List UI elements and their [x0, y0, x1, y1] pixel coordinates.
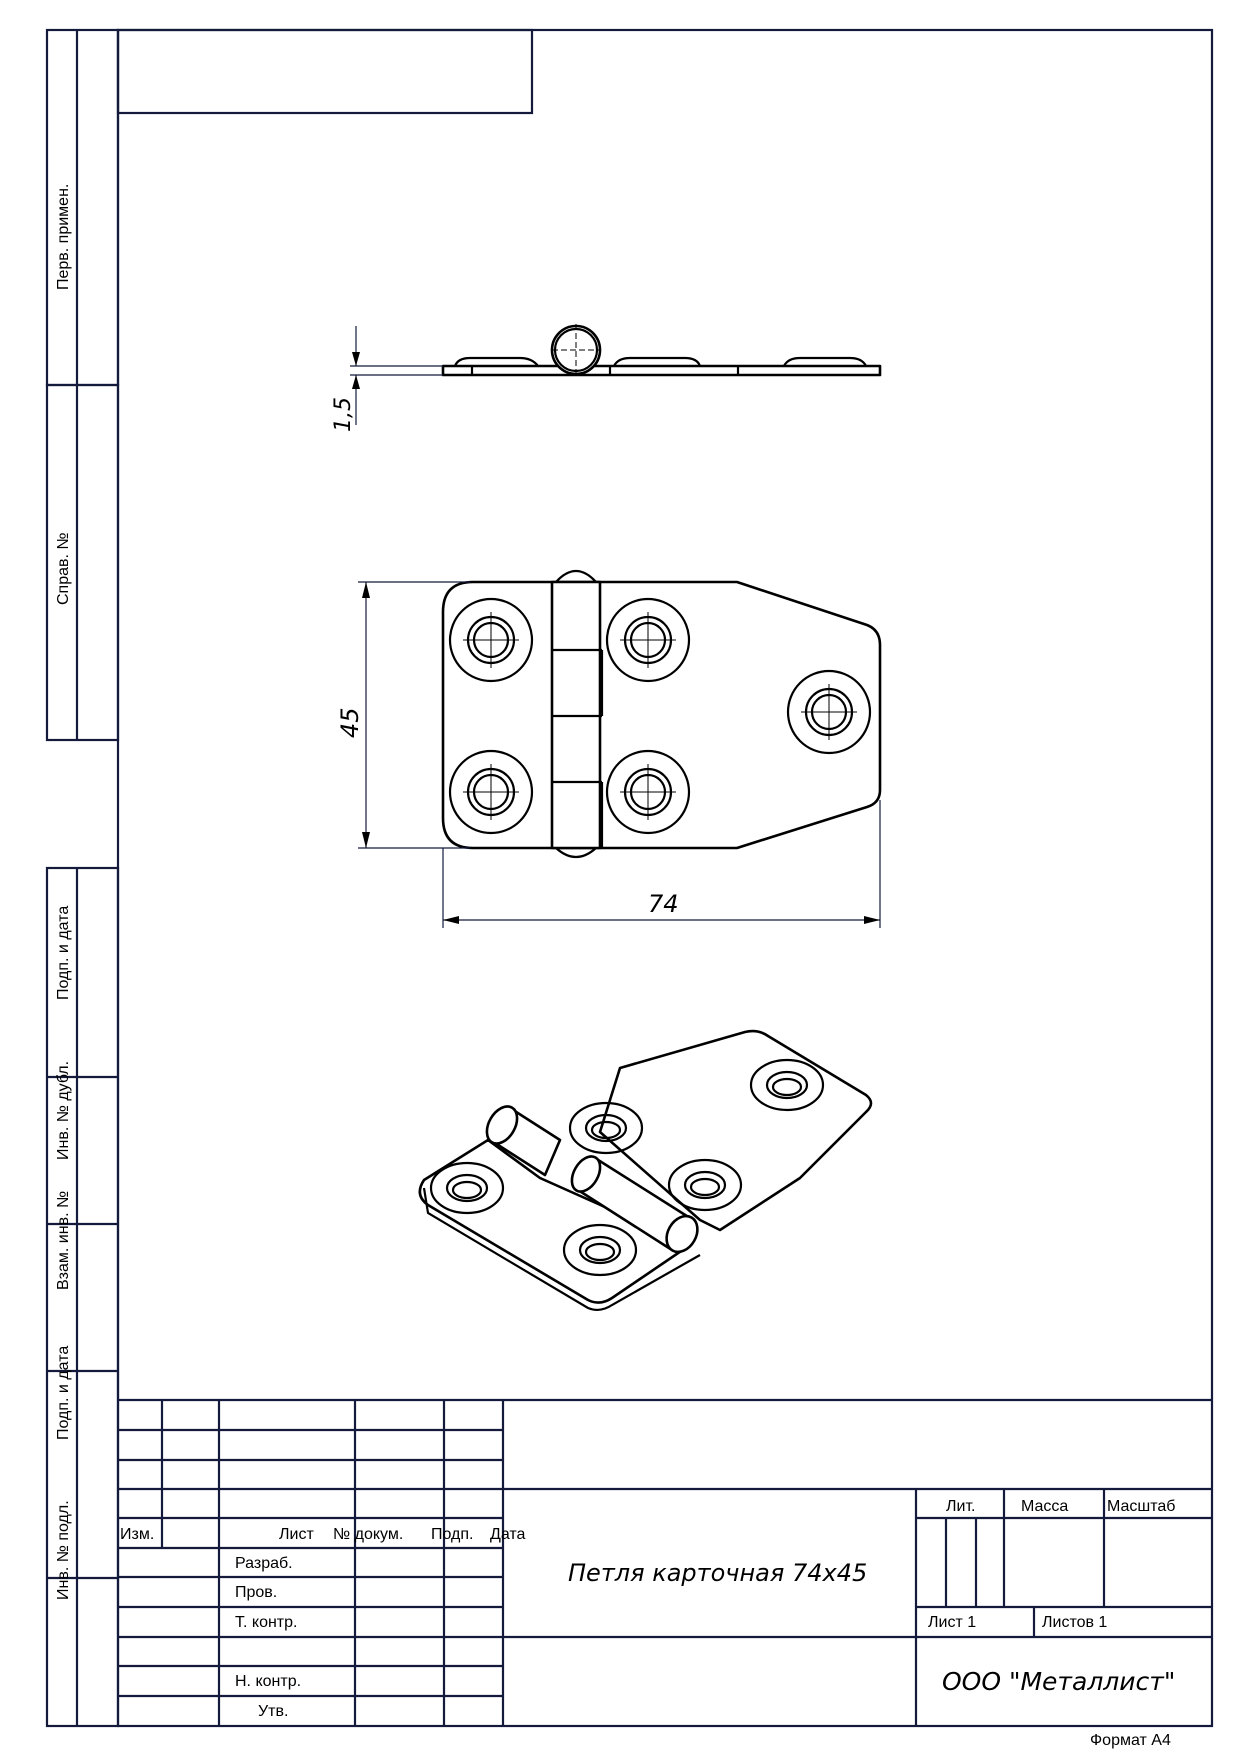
role-tkontr: Т. контр.: [235, 1614, 297, 1631]
mounting-hole: [786, 669, 872, 755]
stamp-podp-data: Подп. и дата: [55, 906, 72, 1000]
iso-hole: [667, 1158, 743, 1212]
mounting-holes: [448, 597, 872, 835]
drawing-title: Петля карточная 74x45: [568, 1559, 867, 1587]
mounting-hole: [605, 597, 691, 683]
sheets-total: Листов 1: [1042, 1614, 1107, 1631]
scale-label: Масштаб: [1107, 1498, 1175, 1515]
dim-height: 45: [336, 707, 364, 738]
front-view: 45 74: [336, 569, 882, 928]
side-view: 1,5: [331, 324, 882, 432]
stamp-perv-primen: Перв. примен.: [55, 184, 72, 290]
mounting-hole: [605, 749, 691, 835]
stamp-sprav: Справ. №: [55, 532, 72, 605]
iso-hole: [568, 1101, 644, 1155]
stamp-inv-podl: Инв. № подл.: [55, 1500, 72, 1600]
iso-hole: [429, 1161, 505, 1215]
role-prov: Пров.: [235, 1584, 277, 1601]
sheet-number: Лист 1: [928, 1614, 976, 1631]
lit-label: Лит.: [946, 1498, 975, 1515]
iso-hole: [749, 1058, 825, 1112]
company-name: ООО "Металлист": [942, 1667, 1175, 1696]
stamp-inv-dubl: Инв. № дубл.: [55, 1061, 72, 1160]
format-label: Формат А4: [1090, 1732, 1171, 1749]
mounting-hole: [448, 749, 534, 835]
header-date: Дата: [490, 1526, 526, 1543]
iso-hole: [562, 1223, 638, 1277]
role-nkontr: Н. контр.: [235, 1673, 301, 1690]
header-doc: № докум.: [333, 1526, 403, 1543]
stamp-vzam-inv: Взам. инв. №: [55, 1191, 72, 1290]
dim-width: 74: [648, 890, 679, 918]
header-list: Лист: [279, 1526, 314, 1543]
role-razrab: Разраб.: [235, 1555, 293, 1572]
mass-label: Масса: [1021, 1498, 1068, 1515]
isometric-view: [418, 1029, 873, 1312]
title-block: Изм. Лист № докум. Подп. Дата Разраб. Пр…: [118, 1398, 1212, 1749]
side-stamp-labels: Перв. примен. Справ. № Подп. и дата Инв.…: [55, 184, 72, 1600]
mounting-hole: [448, 597, 534, 683]
stamp-podp-data-2: Подп. и дата: [55, 1346, 72, 1440]
iso-holes: [429, 1058, 825, 1277]
header-sign: Подп.: [431, 1526, 474, 1543]
header-izm: Изм.: [120, 1526, 154, 1543]
dim-thickness: 1,5: [331, 397, 356, 432]
role-utv: Утв.: [258, 1703, 288, 1720]
sheet-frame: [45, 28, 1214, 1728]
